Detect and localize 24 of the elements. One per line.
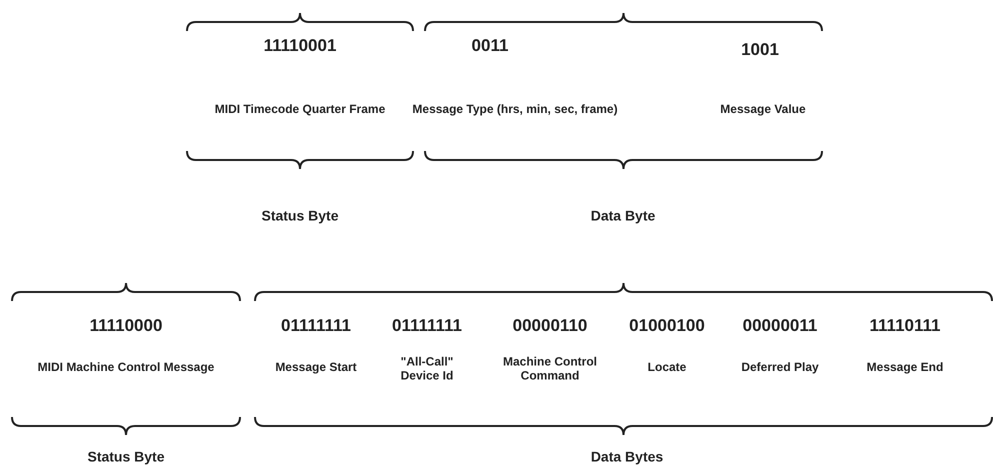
byte-value: 01111111 [281, 316, 351, 336]
group-label: Data Byte [590, 208, 656, 224]
byte-value: 11110111 [870, 316, 940, 336]
field-description: MIDI Timecode Quarter Frame [214, 102, 386, 116]
byte-value: 0011 [472, 36, 508, 56]
group-label: Status Byte [261, 208, 339, 224]
byte-value: 00000110 [512, 316, 588, 336]
byte-value: 00000011 [742, 316, 818, 336]
field-description: Message Start [275, 360, 357, 374]
field-description: Message Value [720, 102, 806, 116]
group-label: Data Bytes [590, 448, 664, 466]
field-description: "All-Call" Device Id [400, 354, 454, 384]
field-description: Deferred Play [741, 360, 819, 374]
byte-value: 1001 [741, 40, 779, 60]
byte-value: 01000100 [629, 316, 705, 336]
field-description: Message End [866, 360, 944, 374]
field-description: Locate [648, 360, 686, 374]
byte-value: 11110000 [90, 316, 162, 336]
field-description: Machine Control Command [502, 354, 598, 384]
group-label: Status Byte [87, 448, 165, 466]
field-description: MIDI Machine Control Message [38, 360, 214, 374]
byte-value: 01111111 [392, 316, 462, 336]
field-description: Message Type (hrs, min, sec, frame) [412, 102, 618, 116]
byte-value: 11110001 [264, 36, 336, 56]
